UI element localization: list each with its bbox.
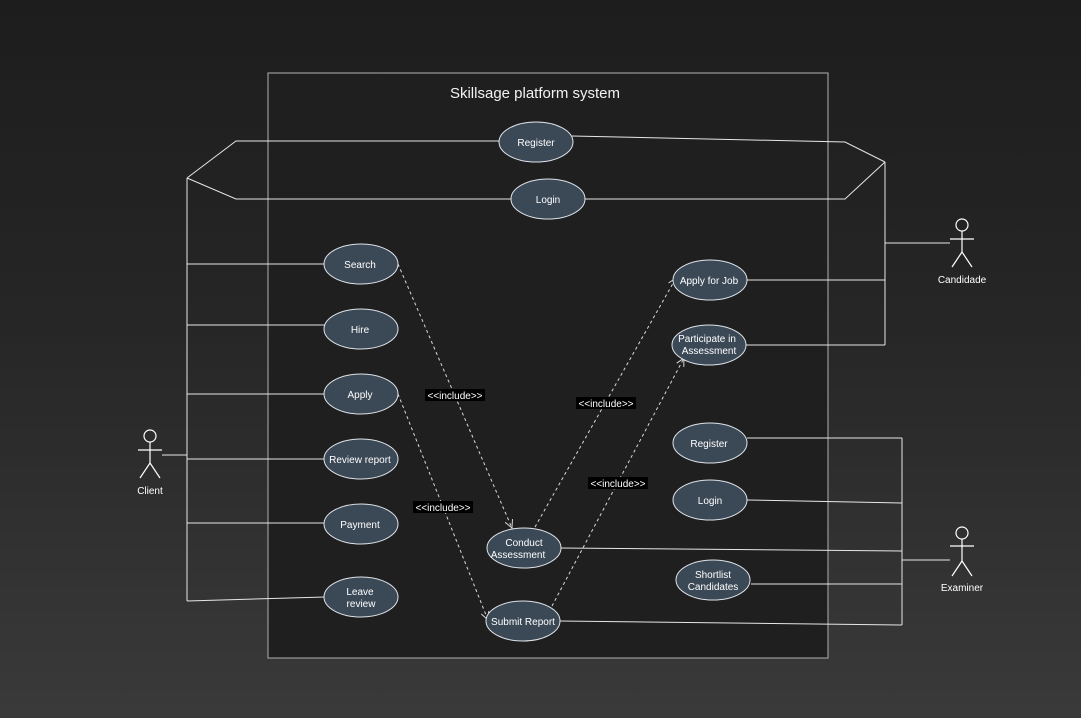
svg-text:Register: Register	[517, 138, 555, 149]
use-case-apply[interactable]: Apply	[323, 373, 399, 415]
svg-text:Assessment: Assessment	[682, 346, 737, 357]
svg-text:Login: Login	[536, 195, 560, 206]
use-case-login-examiner[interactable]: Login	[672, 479, 748, 521]
system-title: Skillsage platform system	[450, 85, 620, 102]
stick-figure-icon	[950, 526, 974, 577]
use-case-submit-report[interactable]: Submit Report	[485, 600, 561, 642]
stick-figure-icon	[950, 218, 974, 268]
svg-text:Apply for Job: Apply for Job	[680, 276, 739, 287]
svg-text:review: review	[347, 599, 377, 610]
use-case-register-examiner[interactable]: Register	[672, 422, 748, 464]
svg-text:Payment: Payment	[340, 520, 380, 531]
svg-text:Submit Report: Submit Report	[491, 617, 555, 628]
svg-text:Search: Search	[344, 260, 376, 271]
use-case-login[interactable]: Login	[510, 178, 586, 220]
use-case-hire[interactable]: Hire	[323, 308, 399, 350]
use-case-payment[interactable]: Payment	[323, 503, 399, 545]
actor-client[interactable]: Client	[137, 429, 163, 497]
svg-text:<<include>>: <<include>>	[590, 479, 645, 490]
use-case-review-report[interactable]: Review report	[323, 438, 399, 480]
actor-examiner[interactable]: Examiner	[941, 526, 984, 594]
actor-label: Client	[137, 486, 163, 497]
include-label-2: <<include>>	[413, 501, 473, 514]
use-case-register[interactable]: Register	[498, 121, 574, 163]
svg-text:Participate in: Participate in	[678, 334, 736, 345]
association-lines	[162, 135, 950, 626]
svg-text:Assessment: Assessment	[491, 550, 546, 561]
use-case-search[interactable]: Search	[323, 243, 399, 285]
svg-text:Leave: Leave	[346, 587, 374, 598]
use-case-apply-for-job[interactable]: Apply for Job	[672, 259, 748, 301]
svg-text:<<include>>: <<include>>	[415, 503, 470, 514]
svg-text:Hire: Hire	[351, 325, 370, 336]
use-case-conduct-assessment[interactable]: Conduct Assessment	[486, 527, 562, 569]
svg-text:<<include>>: <<include>>	[578, 399, 633, 410]
svg-text:Login: Login	[698, 496, 722, 507]
include-label-4: <<include>>	[588, 477, 648, 490]
stick-figure-icon	[138, 429, 162, 479]
svg-text:Conduct: Conduct	[505, 538, 542, 549]
svg-text:Review report: Review report	[329, 455, 391, 466]
svg-text:Apply: Apply	[347, 390, 372, 401]
use-case-participate-assessment[interactable]: Participate in Assessment	[671, 324, 747, 366]
svg-text:Register: Register	[690, 439, 728, 450]
include-label-1: <<include>>	[425, 389, 485, 402]
svg-text:Candidates: Candidates	[688, 582, 739, 593]
actor-label: Candidade	[938, 275, 987, 286]
include-dependencies: <<include>> <<include>> <<include>> <<in…	[397, 263, 684, 620]
actor-candidate[interactable]: Candidade	[938, 218, 987, 286]
include-label-3: <<include>>	[576, 397, 636, 410]
use-case-shortlist-candidates[interactable]: Shortlist Candidates	[675, 559, 751, 601]
actor-label: Examiner	[941, 583, 984, 594]
use-case-leave-review[interactable]: Leave review	[323, 576, 399, 618]
svg-text:<<include>>: <<include>>	[427, 391, 482, 402]
svg-text:Shortlist: Shortlist	[695, 570, 731, 581]
